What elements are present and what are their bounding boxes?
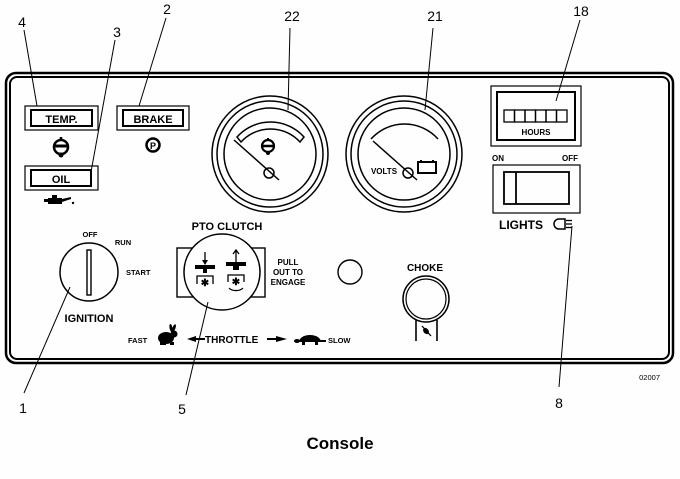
ignition-switch[interactable]: OFF RUN START IGNITION: [59, 230, 151, 325]
throttle-legend: FAST THROTTLE SLOW: [128, 324, 351, 346]
accessory-button[interactable]: [337, 259, 363, 285]
pto-engaged-icon: ✱: [226, 248, 246, 292]
brake-indicator: BRAKE: [116, 105, 190, 131]
battery-icon: [417, 160, 437, 174]
voltmeter-gauge: VOLTS: [345, 95, 463, 213]
oil-can-icon: [44, 195, 75, 205]
ignition-run-label: RUN: [115, 238, 131, 247]
choke-label: CHOKE: [407, 263, 443, 274]
volts-label: VOLTS: [371, 167, 398, 176]
lights-switch[interactable]: ON OFF LIGHTS: [492, 154, 581, 232]
lights-off-label: OFF: [562, 154, 578, 163]
callout-1: 1: [19, 400, 27, 416]
hour-meter-digits: [503, 109, 568, 123]
hour-meter: HOURS: [490, 85, 582, 147]
pto-instruction-line-3: ENGAGE: [271, 278, 306, 287]
callout-leaders: [23, 17, 581, 396]
callout-2: 2: [163, 1, 171, 17]
choke-knob[interactable]: [402, 275, 450, 323]
throttle-left-arrow-icon: [187, 336, 205, 342]
pto-instruction-line-1: PULL: [278, 258, 299, 267]
gauge-temp-icon: [260, 138, 276, 155]
throttle-slow-label: SLOW: [328, 336, 351, 345]
ignition-off-label: OFF: [83, 230, 98, 239]
svg-text:✱: ✱: [201, 278, 210, 289]
pto-clutch[interactable]: PTO CLUTCH ✱ ✱ PULL OUT TO ENGAGE: [176, 221, 306, 311]
ignition-label: IGNITION: [65, 313, 114, 325]
ignition-key-slot: [86, 249, 92, 296]
temp-indicator: TEMP.: [24, 105, 99, 131]
figure-caption: Console: [306, 434, 373, 453]
oil-indicator: OIL: [24, 165, 99, 191]
gauge-needle-pivot: [263, 167, 275, 179]
lights-label: LIGHTS: [499, 218, 543, 232]
pto-knob[interactable]: [183, 233, 261, 311]
gauge-needle: [372, 140, 418, 181]
figure-code: 02007: [639, 373, 660, 382]
pto-instruction-line-2: OUT TO: [273, 268, 303, 277]
svg-text:✱: ✱: [232, 277, 241, 288]
callout-21: 21: [427, 8, 443, 24]
hours-label: HOURS: [522, 128, 552, 137]
headlight-icon: [553, 218, 572, 230]
console-panel-inner: [9, 76, 670, 360]
callout-3: 3: [113, 24, 121, 40]
ignition-start-label: START: [126, 268, 151, 277]
pto-title: PTO CLUTCH: [192, 221, 263, 233]
throttle-right-arrow-icon: [267, 336, 287, 342]
gauge-needle-pivot: [402, 167, 414, 179]
console-panel-outer: [4, 71, 675, 365]
oil-label: OIL: [52, 174, 71, 186]
turtle-icon: [294, 335, 326, 345]
temperature-gauge: [211, 95, 329, 213]
callout-4: 4: [18, 14, 26, 30]
throttle-fast-label: FAST: [128, 336, 148, 345]
gauge-needle: [233, 139, 280, 181]
parking-brake-icon: P: [145, 137, 161, 153]
callout-18: 18: [573, 3, 589, 19]
ignition-key-cylinder[interactable]: [59, 242, 119, 302]
callout-8: 8: [555, 395, 563, 411]
throttle-label: THROTTLE: [205, 335, 259, 346]
callout-22: 22: [284, 8, 300, 24]
pto-disengaged-icon: ✱: [195, 252, 215, 289]
brake-label: BRAKE: [133, 114, 172, 126]
svg-text:P: P: [150, 141, 156, 151]
choke-control[interactable]: CHOKE: [402, 263, 450, 341]
callout-5: 5: [178, 401, 186, 417]
temperature-icon: [52, 137, 70, 158]
temp-label: TEMP.: [45, 114, 77, 126]
rabbit-icon: [158, 324, 178, 345]
choke-icon: [421, 325, 432, 337]
lights-on-label: ON: [492, 154, 504, 163]
